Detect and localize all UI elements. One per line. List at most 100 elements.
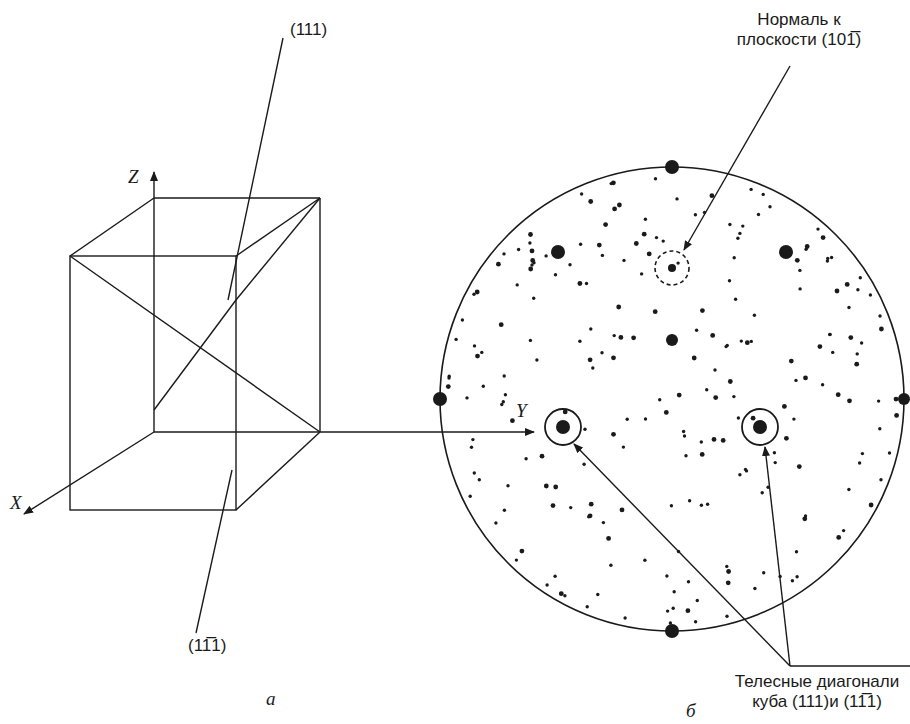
projection-dot [694, 213, 697, 216]
projection-dot [789, 359, 794, 364]
projection-dot [554, 273, 557, 276]
projection-circle [440, 167, 904, 631]
projection-dot [782, 404, 787, 409]
cube-edge [236, 198, 320, 256]
pole [666, 334, 678, 346]
projection-dot [858, 461, 861, 464]
projection-dot [713, 395, 718, 400]
projection-dot [792, 417, 795, 420]
dashed-marker [655, 251, 689, 285]
pole [665, 624, 679, 638]
projection-dot [728, 379, 733, 384]
callout-text: Телесные диагонали куба (111)и (11̅1) [728, 672, 906, 713]
projection-dot [644, 218, 647, 221]
projection-dot [588, 513, 593, 518]
projection-dot [502, 252, 505, 255]
plane-label: (111) [290, 20, 327, 40]
projection-dot [473, 344, 476, 347]
projection-dot [448, 375, 451, 378]
projection-dot [712, 437, 717, 442]
projection-dot [589, 502, 594, 507]
projection-dot [653, 309, 658, 314]
projection-dot [563, 594, 566, 597]
projection-dot [569, 506, 572, 509]
projection-dot [528, 232, 533, 237]
cube-front-face [70, 256, 236, 510]
projection-dot [725, 565, 728, 568]
circle-marker [742, 409, 778, 445]
projection-dot [682, 430, 685, 433]
pole [556, 420, 570, 434]
projection-dot [470, 446, 473, 449]
projection-dot [643, 559, 646, 562]
projection-dot [828, 333, 831, 336]
cube [24, 38, 534, 633]
projection-dot [753, 314, 756, 317]
projection-dot [473, 471, 476, 474]
projection-dot [670, 504, 673, 507]
projection-dot [559, 592, 562, 595]
projection-dot [454, 338, 457, 341]
projection-dot [662, 239, 665, 242]
leader-line [196, 470, 232, 633]
projection-dot [503, 509, 506, 512]
projection-dot [694, 620, 697, 623]
callout-text: Нормаль к плоскости (101̅) [724, 10, 874, 51]
projection-dot [869, 503, 874, 508]
projection-dot [726, 569, 731, 574]
projection-dot [750, 340, 753, 343]
projection-dot [503, 374, 506, 377]
projection-dot [831, 351, 834, 354]
projection-dot [795, 575, 798, 578]
axis-label: X [10, 492, 22, 515]
projection-dot [696, 599, 699, 602]
projection-dot [446, 384, 451, 389]
leader-line [790, 665, 910, 666]
plane-trace [70, 256, 320, 432]
projection-dot [578, 340, 581, 343]
z-axis [153, 172, 154, 432]
projection-dot [791, 579, 794, 582]
projection-dot [737, 416, 740, 419]
projection-dot [738, 232, 741, 235]
projection-dot [847, 306, 850, 309]
projection-dot [728, 279, 731, 282]
projection-dot [700, 452, 705, 457]
projection-dot [705, 388, 708, 391]
projection-dot [654, 177, 657, 180]
projection-dot [795, 550, 798, 553]
projection-dot [728, 223, 731, 226]
projection-dot [805, 244, 810, 249]
projection-dot [713, 368, 716, 371]
projection-dot [585, 282, 588, 285]
projection-dot [798, 287, 801, 290]
projection-dot [510, 418, 515, 423]
projection-dot [532, 297, 535, 300]
leader-arrow [765, 447, 790, 666]
projection-dot [736, 237, 739, 240]
projection-dot [673, 590, 676, 593]
projection-dot [580, 192, 583, 195]
projection-dot [471, 438, 474, 441]
leader-line [228, 38, 283, 300]
projection-dot [606, 536, 611, 541]
projection-dot [797, 464, 802, 469]
x-axis [24, 432, 154, 514]
stereographic-projection [433, 66, 910, 666]
projection-dot [726, 344, 729, 347]
circle-marker [545, 409, 581, 445]
projection-dot [465, 396, 468, 399]
projection-dot [622, 259, 625, 262]
projection-dot [768, 205, 771, 208]
projection-dot [545, 583, 548, 586]
projection-dot [686, 608, 691, 613]
plane-trace [154, 300, 236, 410]
panel-letter: б [686, 700, 696, 723]
projection-dot [734, 298, 737, 301]
projection-dot [568, 263, 571, 266]
projection-dot [733, 256, 736, 259]
projection-dot [798, 269, 801, 272]
axis-label: Y [516, 400, 527, 423]
projection-dot [878, 427, 881, 430]
